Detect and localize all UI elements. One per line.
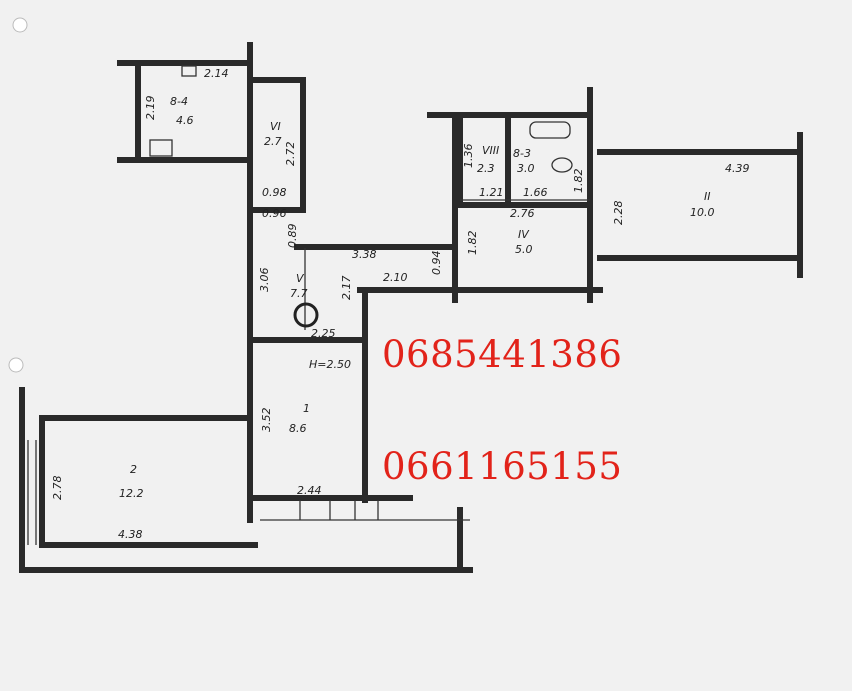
phone-number: 0661165155 [382, 445, 623, 488]
dimension-label: 1.82 [572, 169, 585, 194]
dimension-label: 0.94 [430, 251, 443, 276]
punch-hole [12, 17, 28, 33]
dimension-label: 2.78 [51, 476, 64, 501]
dimension-label: 1.82 [466, 231, 479, 256]
dimension-label: 3.06 [258, 268, 271, 293]
room-area-vi: 2.7 [264, 135, 282, 148]
dimension-label: 2.14 [204, 67, 229, 80]
dimension-label: 4.39 [725, 162, 750, 175]
dimension-label: 2.44 [297, 484, 322, 497]
dimension-label: 4.38 [118, 528, 143, 541]
dimension-label: 3.52 [260, 408, 273, 433]
dimension-label: 2.17 [340, 276, 353, 301]
walls [19, 42, 803, 573]
room-area-iv: 5.0 [515, 243, 533, 256]
room-label-1: 1 [303, 402, 310, 415]
room-label-8-3: 8-3 [513, 147, 531, 160]
detail-lines [27, 65, 590, 545]
room-label-vi: VI [270, 120, 281, 133]
phone-number: 0685441386 [382, 333, 623, 376]
room-label-viii: VIII [482, 144, 499, 157]
dimension-label: 2.72 [284, 142, 297, 167]
room-label-2: 2 [130, 463, 137, 476]
room-label-v: V [296, 272, 305, 285]
room-area-1: 8.6 [289, 422, 307, 435]
room-area-viii: 2.3 [477, 162, 495, 175]
ceiling-height-label: H=2.50 [309, 358, 351, 371]
dimension-label: 1.36 [462, 144, 475, 169]
room-label-ii: II [704, 190, 711, 203]
dimension-label: 2.25 [311, 327, 336, 340]
room-area-2: 12.2 [119, 487, 144, 500]
dimension-label: 0.98 [262, 186, 287, 199]
punch-hole [8, 357, 24, 373]
room-labels: 8-4 4.6 VI 2.7 VIII 2.3 8-3 3.0 II 10.0 … [119, 95, 715, 500]
dimension-label: 3.38 [352, 248, 377, 261]
room-area-ii: 10.0 [690, 206, 715, 219]
dimension-label: 2.76 [510, 207, 535, 220]
dimension-label: 0.96 [262, 207, 287, 220]
room-area-8-4: 4.6 [176, 114, 194, 127]
dimension-label: 2.10 [383, 271, 408, 284]
dimension-label: 1.21 [479, 186, 504, 199]
room-area-v: 7.7 [290, 287, 308, 300]
room-label-8-4: 8-4 [170, 95, 188, 108]
room-area-8-3: 3.0 [517, 162, 535, 175]
dimension-label: 2.28 [612, 201, 625, 226]
room-label-iv: IV [518, 228, 530, 241]
dimension-label: 1.66 [523, 186, 548, 199]
dimension-label: 0.89 [286, 224, 299, 249]
dimension-label: 2.19 [144, 96, 157, 121]
dimension-labels: 2.14 2.19 2.72 0.98 0.96 0.89 3.38 3.06 … [51, 67, 750, 541]
